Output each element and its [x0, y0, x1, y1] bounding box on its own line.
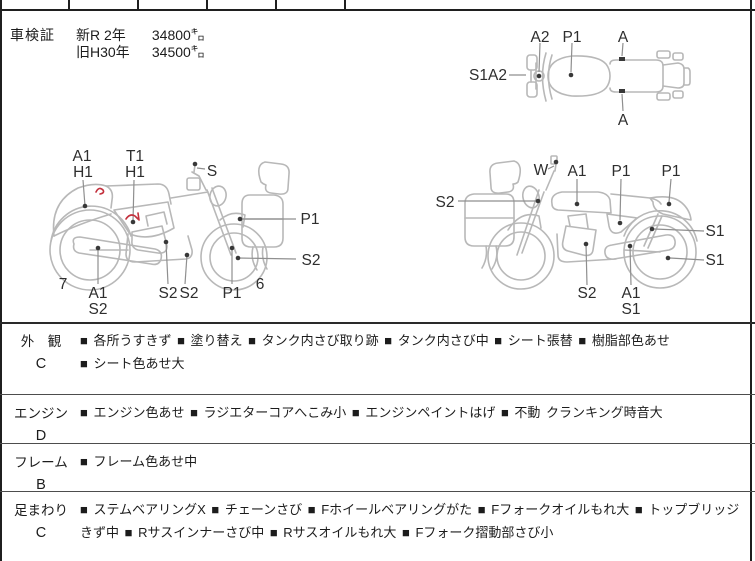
condition-label: 足まわり C — [2, 491, 80, 561]
header-cell-divider — [137, 0, 139, 11]
right-side-outline — [464, 155, 698, 290]
right-label-s1-rearwheel: S1 — [706, 252, 725, 269]
shaken-row-old: 旧H30年 34500㌔ — [76, 44, 205, 61]
left-label-s2-frontwheel: S2 — [302, 252, 321, 269]
condition-table-top-border — [0, 322, 755, 324]
header-cell-divider — [68, 0, 70, 11]
right-label-p1-mid: P1 — [612, 163, 631, 180]
top-view-leader-lines — [509, 42, 624, 112]
right-label-s2-engine: S2 — [578, 285, 597, 302]
condition-items: ■ 各所うすきず ■ 塗り替え ■ タンク内さび取り跡 ■ タンク内さび中 ■ … — [80, 322, 749, 394]
right-label-a1-exhaust: A1 — [622, 285, 641, 302]
row-separator — [0, 443, 755, 444]
header-row-bottom-border — [0, 9, 755, 11]
condition-row-engine: エンジン D ■ エンジン色あせ ■ ラジエターコアへこみ小 ■ エンジンペイン… — [2, 394, 749, 444]
top-view-label-a-top: A — [618, 29, 629, 46]
shaken-new-label: 新R 2年 — [76, 27, 126, 43]
condition-name: フレーム — [14, 455, 68, 470]
left-side-leader-lines — [82, 167, 297, 285]
left-label-s2-engine: S2 — [159, 285, 178, 302]
red-check-marks — [95, 187, 140, 221]
right-label-a1-tank: A1 — [568, 163, 587, 180]
shaken-old-label: 旧H30年 — [76, 44, 130, 60]
left-side-marker-dots — [82, 161, 243, 261]
left-label-s2-frame: S2 — [180, 285, 199, 302]
left-label-number-6: 6 — [256, 276, 265, 293]
sheet-left-border — [0, 0, 2, 561]
right-label-w-mirror: W — [534, 162, 549, 179]
condition-name: 外 観 — [20, 334, 62, 349]
condition-items: ■ フレーム色あせ中 — [80, 443, 749, 491]
left-label-a1-rear: A1 — [73, 148, 92, 165]
condition-grade: D — [35, 428, 47, 444]
condition-items-line: ■ シート色あせ大 — [80, 356, 185, 371]
shaken-new-km: 34800㌔ — [151, 27, 205, 43]
left-label-p1-fender: P1 — [301, 211, 320, 228]
left-label-h1-tank: H1 — [125, 164, 145, 181]
condition-name: 足まわり — [14, 503, 68, 518]
top-view-label-a-bottom: A — [618, 112, 629, 129]
condition-name: エンジン — [14, 406, 68, 421]
left-label-t1-tank: T1 — [126, 148, 144, 165]
condition-label: エンジン D — [2, 394, 80, 444]
right-label-s2-headlight: S2 — [436, 194, 455, 211]
condition-items: ■ ステムベアリングX ■ チェーンさび ■ Fホイールベアリングがた ■ Fフ… — [80, 491, 749, 561]
row-separator — [0, 394, 755, 395]
left-label-h1-rear: H1 — [73, 164, 93, 181]
left-label-p1-fork: P1 — [223, 285, 242, 302]
top-view-label-a2: A2 — [531, 29, 550, 46]
condition-label: 外 観 C — [2, 322, 80, 394]
condition-items-line: ■ 各所うすきず ■ 塗り替え ■ タンク内さび取り跡 ■ タンク内さび中 ■ … — [80, 333, 670, 348]
left-label-a1-muffler: A1 — [89, 285, 108, 302]
condition-row-undercarriage: 足まわり C ■ ステムベアリングX ■ チェーンさび ■ Fホイールベアリング… — [2, 491, 749, 561]
condition-items-line: きず中 ■ Rサスインナーさび中 ■ Rサスオイルもれ大 ■ Fフォーク摺動部さ… — [80, 525, 554, 540]
a-section-tick-top — [619, 57, 625, 61]
condition-grade: B — [36, 477, 46, 493]
right-label-p1-tail: P1 — [662, 163, 681, 180]
header-cell-divider — [275, 0, 277, 11]
condition-grade: C — [35, 356, 47, 372]
motorcycle-left-side-diagram: A1 H1 T1 H1 S P1 S2 7 A1 S2 S2 S2 P1 6 — [49, 148, 321, 318]
left-label-s-mirror: S — [207, 163, 217, 180]
right-label-s1-shock: S1 — [706, 223, 725, 240]
sheet-right-border — [750, 0, 752, 561]
top-view-marker-dots — [536, 72, 574, 79]
condition-items-line: ■ ステムベアリングX ■ チェーンさび ■ Fホイールベアリングがた ■ Fフ… — [80, 502, 740, 517]
left-side-outline — [49, 161, 290, 291]
row-separator — [0, 491, 755, 492]
condition-label: フレーム B — [2, 443, 80, 493]
condition-grade: C — [35, 525, 47, 541]
motorcycle-top-view-diagram: A2 P1 A S1A2 A — [469, 29, 691, 129]
shaken-row-new: 新R 2年 34800㌔ — [76, 27, 205, 44]
left-label-number-7: 7 — [59, 276, 68, 293]
shaken-title: 車検証 — [10, 27, 55, 43]
header-cell-divider — [206, 0, 208, 11]
top-view-label-s1a2: S1A2 — [469, 67, 507, 84]
right-side-marker-dots — [535, 159, 672, 261]
shaken-section: 車検証 新R 2年 34800㌔ 旧H30年 34500㌔ — [10, 27, 205, 61]
condition-items-line: ■ フレーム色あせ中 — [80, 454, 198, 469]
shaken-old-km: 34500㌔ — [151, 44, 205, 60]
left-label-s2-muffler: S2 — [89, 301, 108, 318]
condition-row-frame: フレーム B ■ フレーム色あせ中 — [2, 443, 749, 493]
shaken-values: 新R 2年 34800㌔ 旧H30年 34500㌔ — [76, 27, 205, 61]
right-side-leader-lines — [458, 165, 705, 286]
top-view-label-p1: P1 — [563, 29, 582, 46]
top-view-outline — [526, 50, 691, 102]
condition-items-line: ■ エンジン色あせ ■ ラジエターコアへこみ小 ■ エンジンペイントはげ ■ 不… — [80, 405, 663, 420]
a-section-tick-bottom — [619, 89, 625, 93]
condition-row-exterior: 外 観 C ■ 各所うすきず ■ 塗り替え ■ タンク内さび取り跡 ■ タンク内… — [2, 322, 749, 394]
header-cell-divider — [344, 0, 346, 11]
motorcycle-right-side-diagram: W A1 P1 P1 S2 S1 S1 S2 A1 S1 — [436, 155, 725, 318]
condition-items: ■ エンジン色あせ ■ ラジエターコアへこみ小 ■ エンジンペイントはげ ■ 不… — [80, 394, 749, 443]
right-label-s1-exhaust: S1 — [622, 301, 641, 318]
